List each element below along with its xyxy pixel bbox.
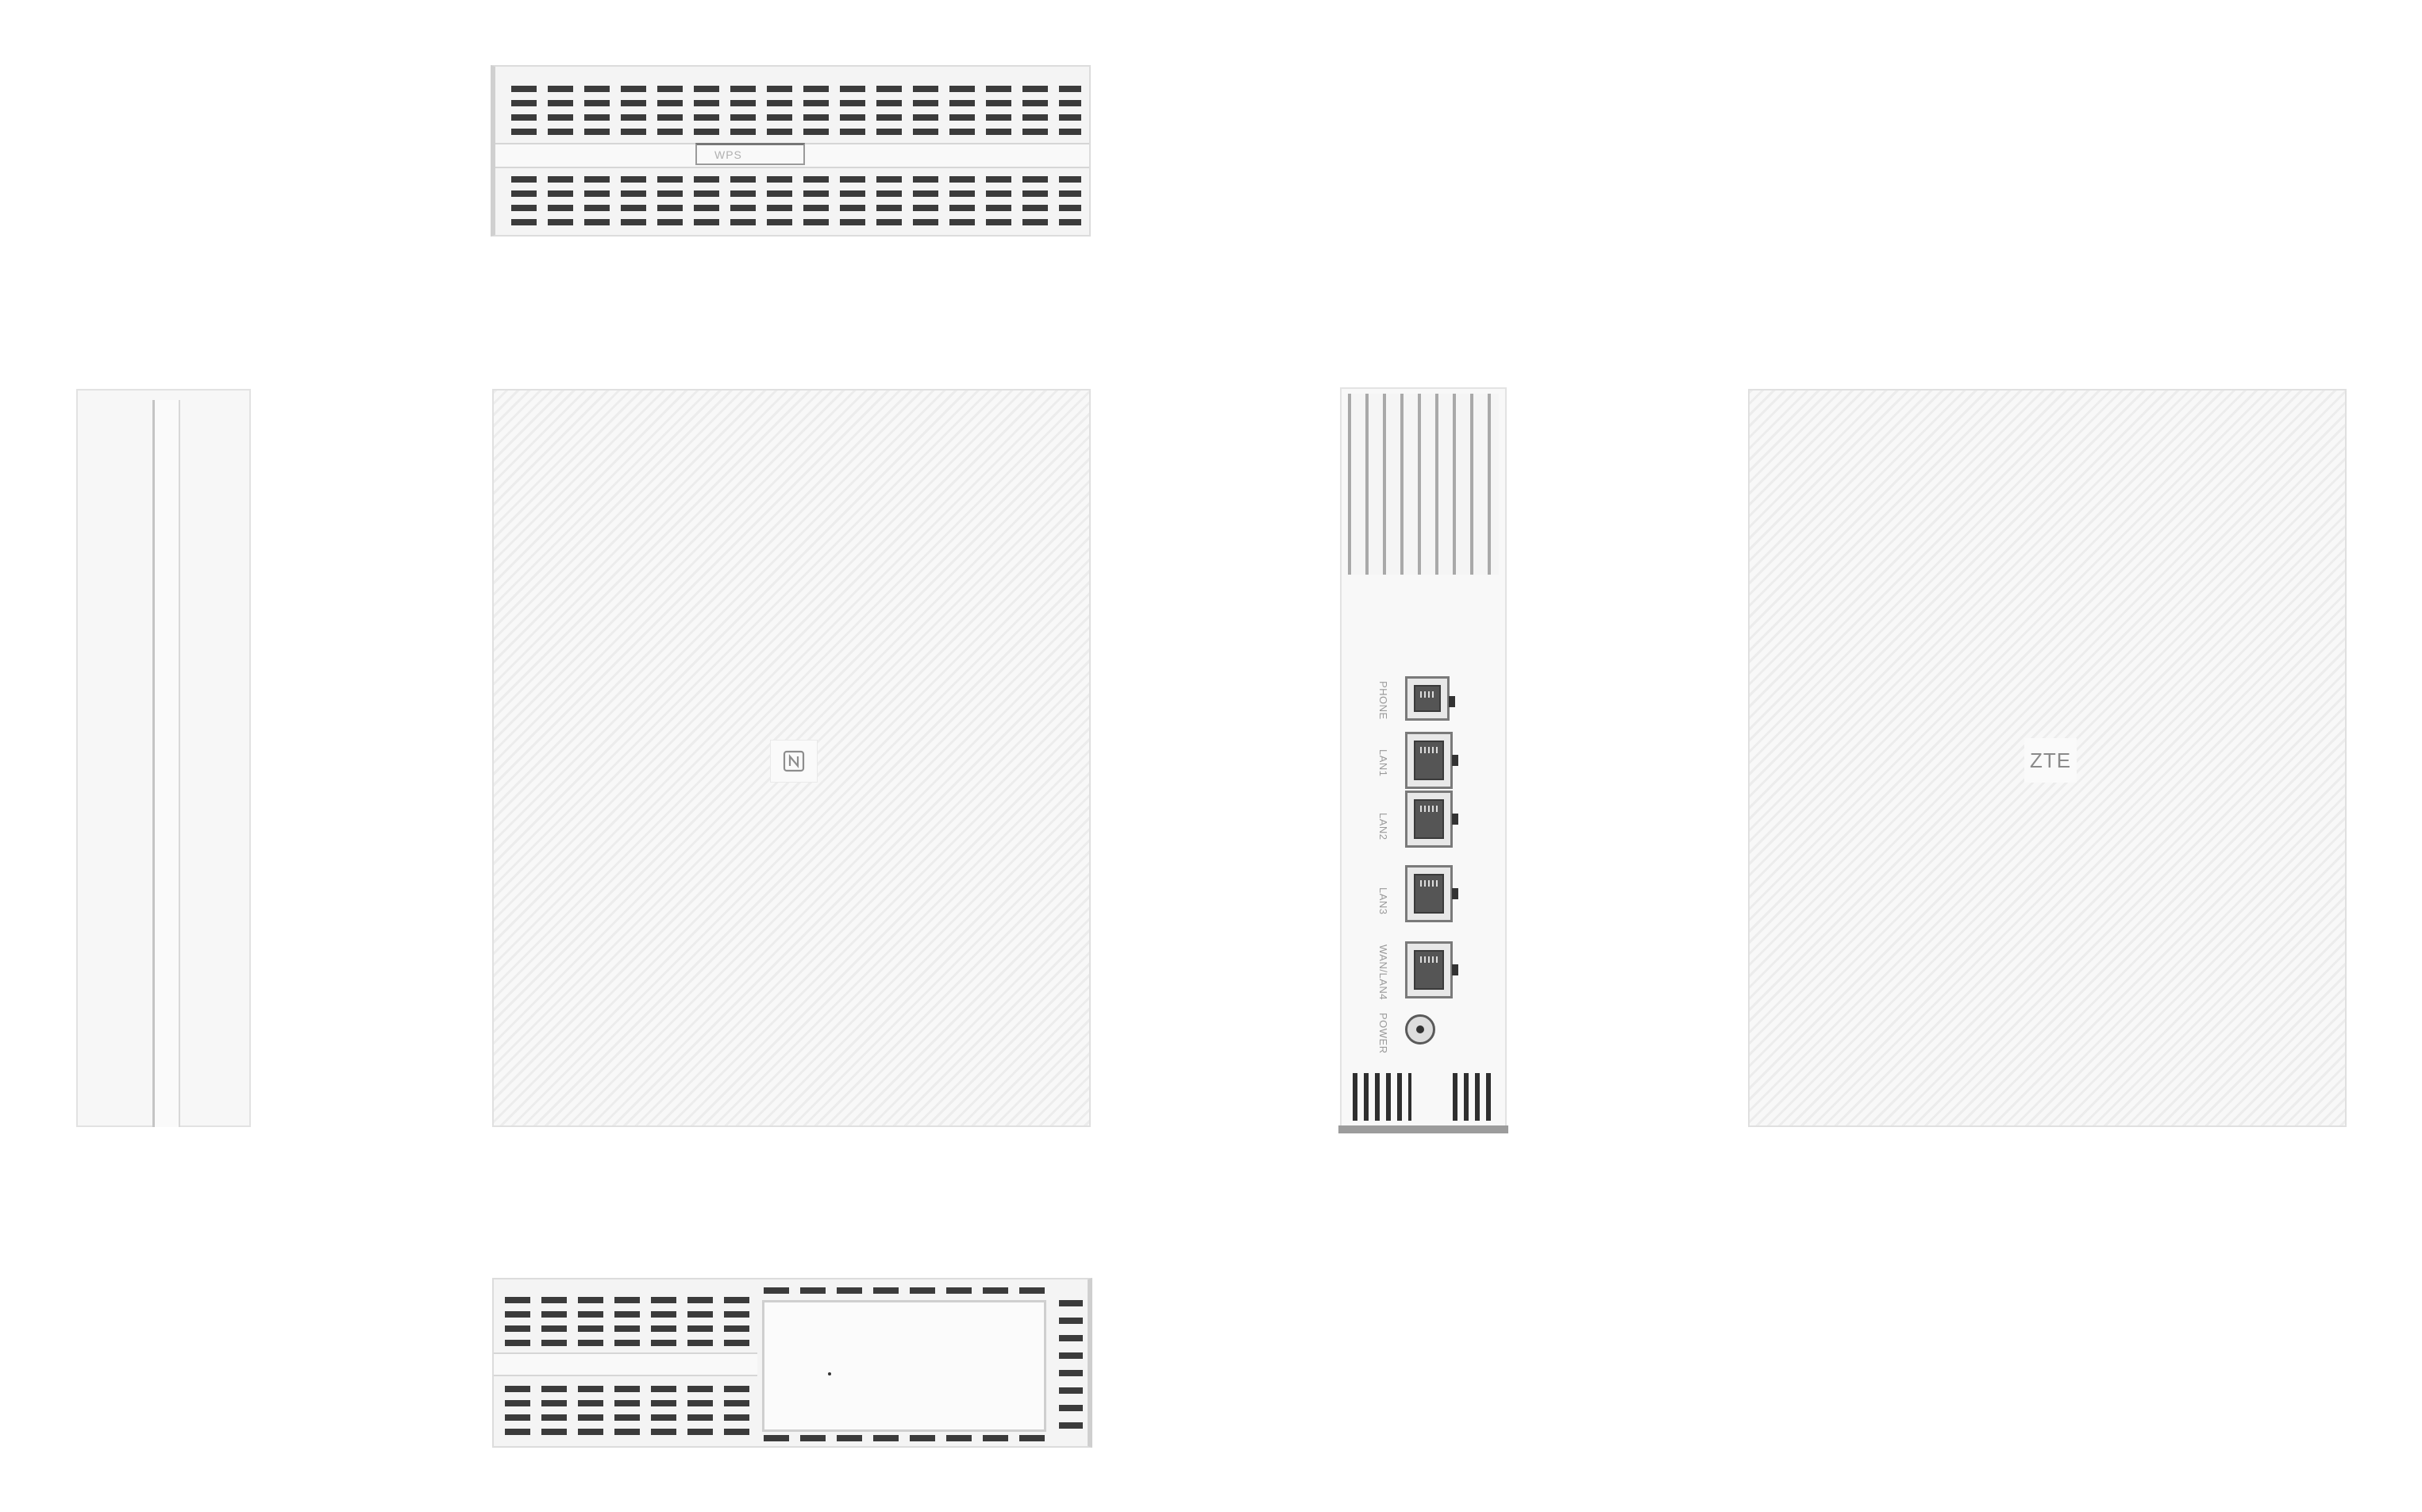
- heat-fins: [1348, 394, 1499, 575]
- lan3-jack: [1414, 874, 1444, 914]
- side-groove: [152, 400, 180, 1127]
- vent-row: [505, 1429, 759, 1435]
- vent-row: [511, 205, 1081, 211]
- vent-row: [511, 100, 1081, 106]
- lan2-port[interactable]: [1405, 791, 1458, 848]
- vent-row: [505, 1311, 759, 1318]
- vent-row: [505, 1325, 759, 1332]
- port-latch: [1452, 964, 1458, 975]
- vent-row: [505, 1400, 759, 1406]
- vent-row: [511, 86, 1081, 92]
- phone-port[interactable]: [1405, 676, 1455, 721]
- vent-row: [764, 1435, 1046, 1441]
- vent-row: [505, 1386, 759, 1392]
- port-label-lan1: LAN1: [1377, 749, 1389, 777]
- side-vents: [1059, 1300, 1083, 1432]
- wps-button[interactable]: WPS: [695, 143, 805, 165]
- router-back-view: PHONE LAN1 LAN2 LAN3 WAN/LAN4 POWER: [1338, 387, 1508, 1133]
- lan2-jack: [1414, 799, 1444, 839]
- vent-row: [505, 1297, 759, 1303]
- power-port[interactable]: [1405, 1014, 1435, 1045]
- router-side-view: [76, 389, 251, 1127]
- lan1-jack: [1414, 741, 1444, 780]
- reset-hole[interactable]: [828, 1372, 831, 1375]
- vent-row: [511, 190, 1081, 197]
- port-latch: [1452, 755, 1458, 766]
- bottom-seam: [494, 1352, 757, 1376]
- wps-label: WPS: [714, 148, 742, 161]
- vent-row: [764, 1287, 1046, 1294]
- router-logo-view: ZTE: [1748, 389, 2347, 1127]
- router-top-view: WPS: [491, 65, 1091, 237]
- port-latch: [1452, 814, 1458, 825]
- lan1-port[interactable]: [1405, 732, 1458, 789]
- back-foot: [1338, 1125, 1508, 1133]
- vent-row: [511, 176, 1081, 183]
- lan3-port[interactable]: [1405, 865, 1458, 922]
- vent-gap: [1411, 1073, 1446, 1121]
- back-vents: [1353, 1073, 1494, 1121]
- wan-lan4-port[interactable]: [1405, 941, 1458, 998]
- vent-row: [511, 129, 1081, 135]
- port-label-wan: WAN/LAN4: [1377, 945, 1389, 1000]
- nfc-icon: [770, 740, 818, 783]
- label-plate: [762, 1300, 1046, 1432]
- port-label-power: POWER: [1377, 1013, 1389, 1054]
- wan-jack: [1414, 950, 1444, 990]
- port-label-lan2: LAN2: [1377, 813, 1389, 841]
- port-label-phone: PHONE: [1377, 681, 1389, 720]
- router-front-view: [492, 389, 1091, 1127]
- zte-logo: ZTE: [2024, 738, 2077, 783]
- vent-row: [511, 114, 1081, 121]
- port-latch: [1449, 696, 1455, 707]
- router-bottom-view: [492, 1278, 1092, 1448]
- port-label-lan3: LAN3: [1377, 887, 1389, 915]
- vent-row: [505, 1414, 759, 1421]
- port-latch: [1452, 888, 1458, 899]
- vent-row: [505, 1340, 759, 1346]
- phone-jack: [1414, 685, 1441, 712]
- vent-row: [511, 219, 1081, 225]
